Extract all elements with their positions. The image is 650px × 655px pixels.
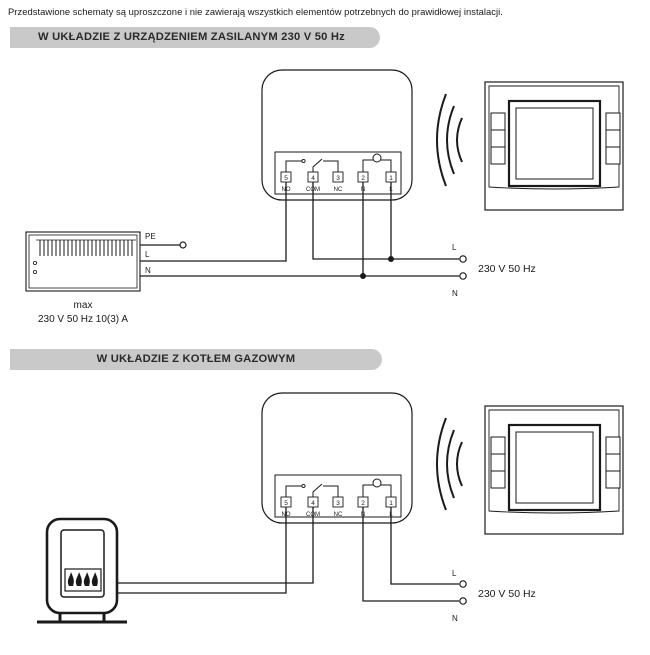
terminal-3-label: NC <box>334 512 343 518</box>
l-junction <box>388 256 394 262</box>
l-wire-label: L <box>145 250 150 259</box>
com-wire <box>312 182 391 260</box>
section2-wires <box>117 507 459 602</box>
supply-voltage-label: 230 V 50 Hz <box>478 588 536 600</box>
intro-note: Przedstawione schematy są uproszczone i … <box>8 6 503 17</box>
supply-n-label: N <box>452 614 458 623</box>
supply-l-label: L <box>452 569 457 578</box>
n-junction <box>360 273 366 279</box>
section1-banner: W UKŁADZIE Z URZĄDZENIEM ZASILANYM 230 V… <box>10 27 380 48</box>
section2-diagram: 5 NO 4 COM 3 NC 2 N 1 L <box>37 392 624 624</box>
device-rating-line1: max <box>74 300 93 311</box>
section1-wires <box>140 182 459 277</box>
boiler-no-wire <box>117 507 287 594</box>
terminal-5-number: 5 <box>284 175 288 182</box>
wireless-signal-icon <box>436 417 463 511</box>
supply-voltage-label: 230 V 50 Hz <box>478 263 536 275</box>
section2-title: W UKŁADZIE Z KOTŁEM GAZOWYM <box>96 353 296 365</box>
l-supply-terminal <box>459 580 467 588</box>
terminal-3-number: 3 <box>336 500 340 507</box>
terminal-1-number: 1 <box>389 175 393 182</box>
n-supply-wire <box>362 507 459 602</box>
section1-diagram: 5 NO 4 COM 3 NC 2 N 1 L <box>25 69 624 325</box>
terminal-3-label: NC <box>334 187 343 193</box>
boiler-com-wire <box>117 507 314 584</box>
terminal-1-number: 1 <box>389 500 393 507</box>
receiver-module <box>261 392 413 524</box>
pe-wire-label: PE <box>145 232 156 241</box>
terminal-2-number: 2 <box>361 500 365 507</box>
n-wire-label: N <box>145 266 151 275</box>
receiver-module <box>261 69 413 201</box>
n-supply-terminal <box>459 272 467 280</box>
terminal-3: 3 NC <box>332 496 344 518</box>
l-load-wire <box>140 182 287 262</box>
thermostat-device <box>484 81 624 211</box>
terminal-5-number: 5 <box>284 500 288 507</box>
terminal-4-number: 4 <box>311 175 315 182</box>
section2-banner: W UKŁADZIE Z KOTŁEM GAZOWYM <box>10 349 382 370</box>
n-supply-terminal <box>459 597 467 605</box>
section1-title: W UKŁADZIE Z URZĄDZENIEM ZASILANYM 230 V… <box>38 31 345 43</box>
l-supply-terminal <box>459 255 467 263</box>
powered-device <box>25 231 141 292</box>
gas-boiler-icon <box>37 517 127 624</box>
terminal-4-number: 4 <box>311 500 315 507</box>
pe-terminal <box>179 241 187 249</box>
terminal-3-number: 3 <box>336 175 340 182</box>
supply-l-label: L <box>452 243 457 252</box>
wireless-signal-icon <box>436 93 463 187</box>
device-rating-line2: 230 V 50 Hz 10(3) A <box>38 314 128 325</box>
terminal-3: 3 NC <box>332 171 344 193</box>
thermostat-device <box>484 405 624 535</box>
terminal-2-number: 2 <box>361 175 365 182</box>
l-supply-wire <box>390 507 459 585</box>
supply-n-label: N <box>452 289 458 298</box>
